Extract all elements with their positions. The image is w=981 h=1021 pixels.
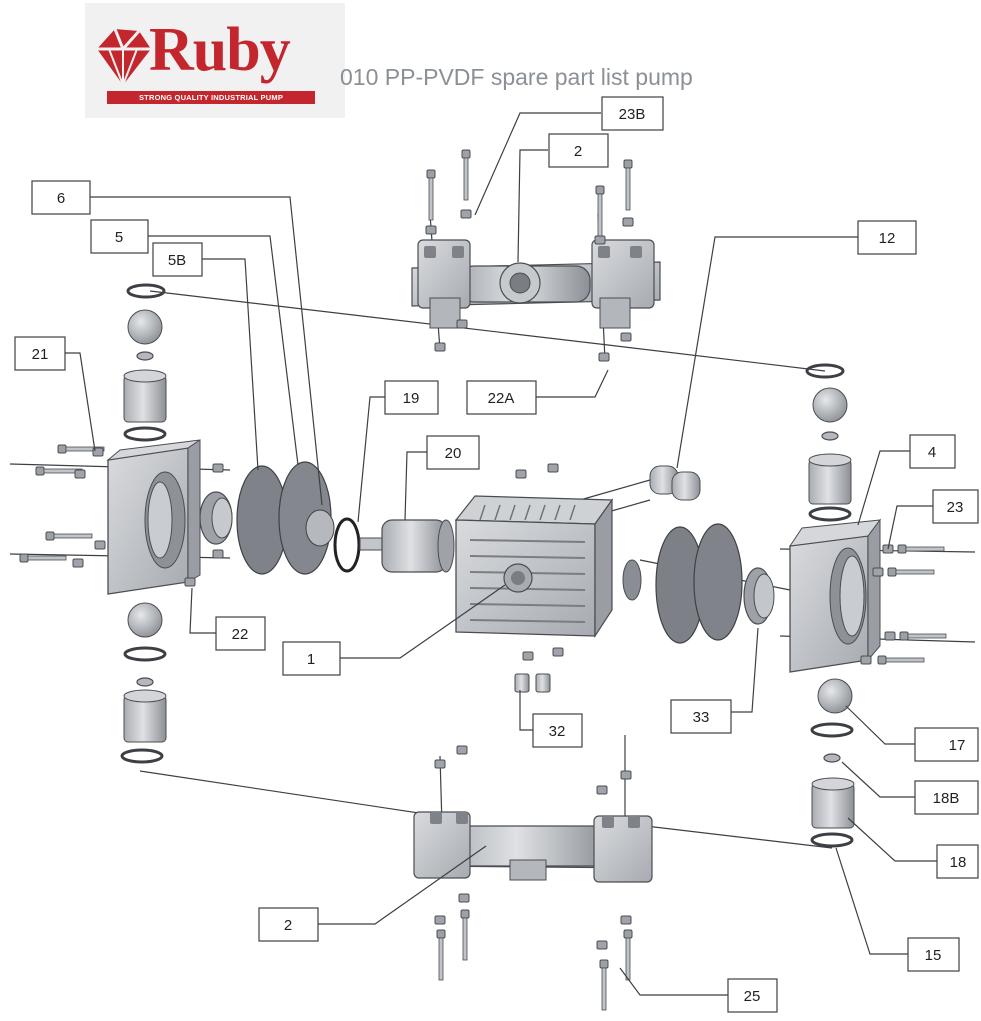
- part-label-32: 32: [549, 723, 566, 740]
- label-box-22: [215, 616, 266, 651]
- label-box-5b: [152, 242, 203, 277]
- part-label-2-bottom: 2: [284, 917, 292, 934]
- ruby-gem-icon: [97, 28, 151, 88]
- brand-tagline: STRONG QUALITY INDUSTRIAL PUMP: [107, 91, 315, 104]
- left-valve-stack-top: [123, 283, 167, 442]
- label-box-20: [426, 435, 480, 470]
- bushing-32a: [514, 673, 530, 693]
- part-label-6: 6: [57, 190, 65, 207]
- part-label-18b: 18B: [933, 790, 960, 807]
- part-label-21: 21: [32, 346, 49, 363]
- part-label-17: 17: [949, 737, 966, 754]
- part-label-15: 15: [925, 947, 942, 964]
- part-label-23: 23: [947, 499, 964, 516]
- pilot-pins: [649, 465, 701, 501]
- o-ring-19: [333, 517, 361, 573]
- label-box-22a: [466, 380, 537, 415]
- right-valve-stack-top: [805, 363, 852, 522]
- label-box-1: [282, 641, 341, 676]
- bushing-32b: [535, 673, 551, 693]
- brand-name: Ruby: [149, 16, 291, 84]
- part-label-5b: 5B: [168, 252, 186, 269]
- right-chamber: [788, 518, 882, 673]
- right-nut-plate-33: [743, 567, 775, 625]
- label-box-12: [857, 220, 917, 255]
- label-box-15: [907, 937, 960, 972]
- right-diaphragm-b: [693, 523, 743, 641]
- brand-logo: Ruby STRONG QUALITY INDUSTRIAL PUMP: [85, 3, 345, 118]
- part-label-5: 5: [115, 229, 123, 246]
- label-box-5: [90, 219, 149, 254]
- bottom-manifold: [413, 811, 653, 883]
- top-manifold: [411, 239, 661, 329]
- label-box-21: [14, 336, 66, 371]
- inner-plate-6: [305, 509, 335, 547]
- part-label-33: 33: [693, 709, 710, 726]
- label-box-18: [936, 844, 979, 879]
- part-label-4: 4: [928, 444, 936, 461]
- part-label-12: 12: [879, 230, 896, 247]
- part-label-22a: 22A: [488, 390, 515, 407]
- label-box-2-top: [548, 133, 609, 168]
- part-label-2-top: 2: [574, 143, 582, 160]
- page-title: 010 PP-PVDF spare part list pump: [340, 64, 693, 90]
- label-box-17: [914, 727, 979, 762]
- label-box-25: [727, 978, 778, 1013]
- label-box-18b: [914, 780, 979, 815]
- center-body: [454, 495, 614, 639]
- right-valve-stack-bottom: [810, 678, 855, 848]
- left-chamber: [106, 439, 201, 595]
- part-label-25: 25: [744, 988, 761, 1005]
- part-label-1: 1: [307, 651, 315, 668]
- label-box-2-bottom: [258, 907, 319, 942]
- part-label-19: 19: [403, 390, 420, 407]
- left-nut-plate: [199, 491, 233, 545]
- label-box-4: [909, 434, 956, 469]
- label-box-23b: [601, 96, 664, 131]
- label-box-23: [932, 489, 979, 524]
- label-box-6: [31, 180, 91, 215]
- label-box-32: [532, 713, 583, 748]
- right-inner-plate: [622, 559, 642, 601]
- label-box-19: [384, 380, 439, 415]
- left-valve-stack-bottom: [120, 602, 167, 764]
- part-label-18: 18: [950, 854, 967, 871]
- shaft-20: [359, 519, 455, 573]
- label-box-33: [670, 699, 732, 734]
- part-label-23b: 23B: [619, 106, 646, 123]
- part-label-20: 20: [445, 445, 462, 462]
- part-label-22: 22: [232, 626, 249, 643]
